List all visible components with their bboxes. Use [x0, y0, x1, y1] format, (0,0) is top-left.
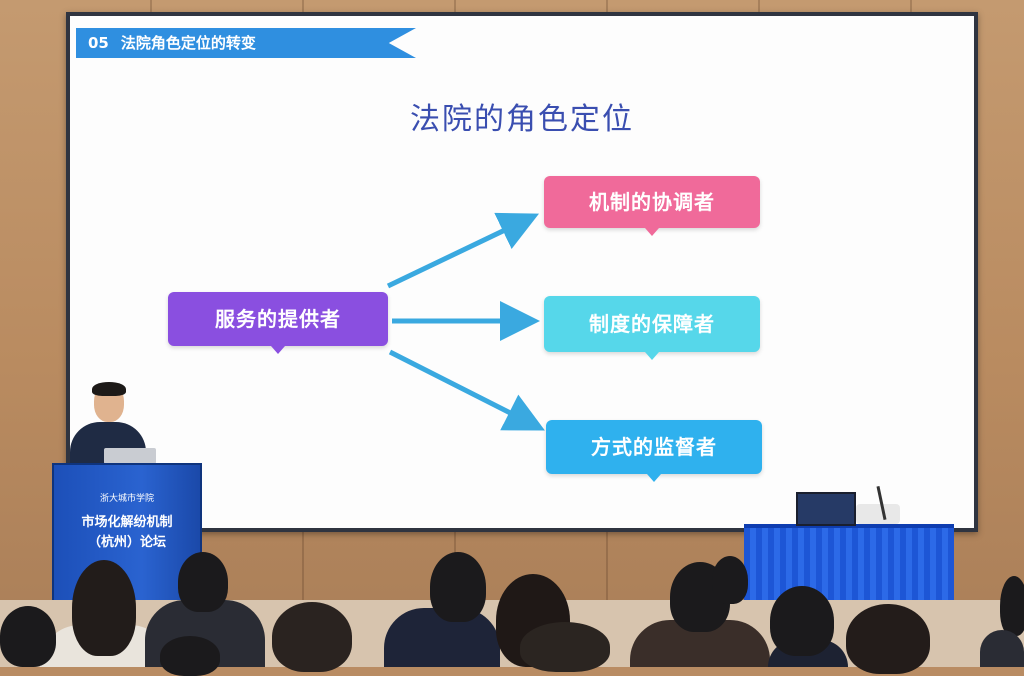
audience-head	[712, 556, 748, 604]
arrows	[386, 212, 545, 431]
audience-head	[0, 606, 56, 667]
audience-head	[178, 552, 228, 612]
arrow-to-coordinator	[386, 212, 540, 289]
arrow-to-supervisor	[388, 349, 545, 431]
audience-head	[846, 604, 930, 674]
table-laptop	[796, 492, 856, 526]
audience-head	[160, 636, 220, 676]
podium-logo: 浙大城市学院	[99, 494, 154, 504]
podium-line-2: （杭州）论坛	[87, 535, 166, 550]
speaker-hair	[92, 382, 126, 396]
audience-head	[272, 602, 352, 672]
podium-laptop	[104, 448, 156, 464]
section-title: 法院角色定位的转变	[120, 34, 256, 52]
podium-line-1: 市场化解纷机制	[81, 515, 173, 530]
audience-head	[1000, 576, 1024, 636]
section-banner: 05 法院角色定位的转变	[76, 28, 416, 58]
audience-head	[72, 560, 136, 656]
section-number: 05	[88, 34, 109, 52]
table-device	[856, 504, 900, 524]
audience-member	[980, 630, 1024, 667]
audience-head	[430, 552, 486, 622]
slide-title: 法院的角色定位	[410, 102, 634, 137]
audience-head	[770, 586, 834, 656]
audience-head	[520, 622, 610, 672]
target-node-guarantor: 制度的保障者	[544, 296, 760, 360]
source-node: 服务的提供者	[168, 292, 388, 354]
podium-caption: 市场化解纷机制 （杭州）论坛	[52, 513, 202, 553]
target-node-supervisor: 方式的监督者	[546, 420, 762, 482]
target-node-coordinator: 机制的协调者	[544, 176, 760, 236]
projection-screen: 05 法院角色定位的转变 法院的角色定位 服务的提供者 机制的协调者 制度的保障者…	[66, 12, 978, 532]
